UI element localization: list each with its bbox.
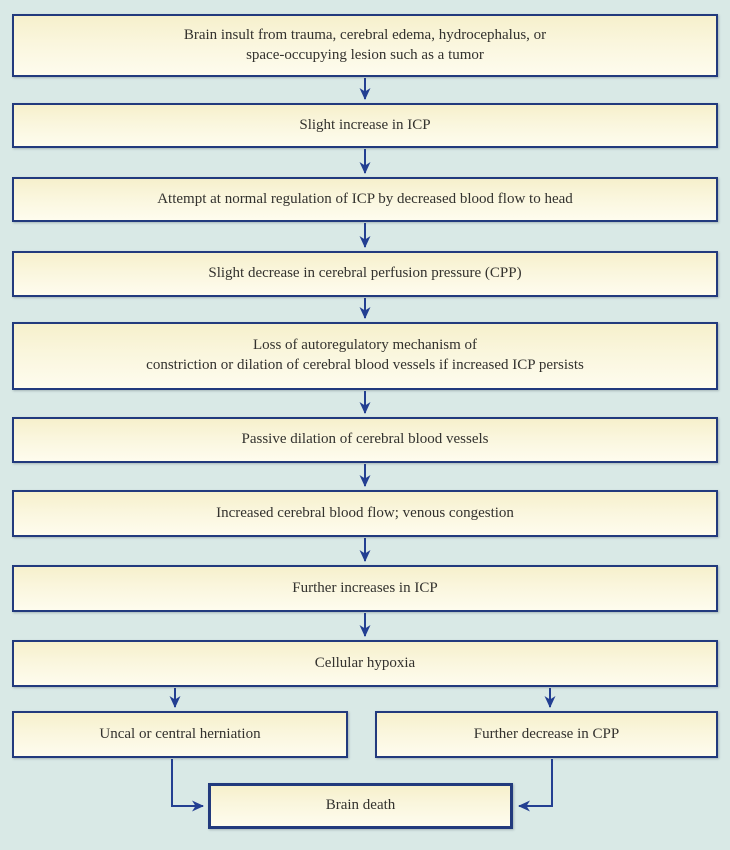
flow-node-cellular-hypoxia: Cellular hypoxia <box>12 640 718 687</box>
flow-node-label: Attempt at normal regulation of ICP by d… <box>157 190 573 207</box>
flow-node-label: Loss of autoregulatory mechanism of <box>252 337 478 354</box>
flow-node-attempt-normal-regulation: Attempt at normal regulation of ICP by d… <box>12 177 718 222</box>
flow-node-label: Passive dilation of cerebral blood vesse… <box>241 431 489 448</box>
flow-node-passive-dilation: Passive dilation of cerebral blood vesse… <box>12 417 718 463</box>
flow-node-label: Slight increase in ICP <box>299 116 431 133</box>
flow-node-label: constriction or dilation of cerebral blo… <box>146 357 584 373</box>
flow-node-label: Brain insult from trauma, cerebral edema… <box>183 26 547 43</box>
flow-node-label: Further increases in ICP <box>292 579 438 596</box>
flow-node-slight-increase-icp: Slight increase in ICP <box>12 103 718 148</box>
flow-node-label: space-occupying lesion such as a tumor <box>246 46 484 63</box>
arrow-herniation-to-braindeath <box>171 759 204 812</box>
flow-node-label: Increased cerebral blood flow; venous co… <box>216 504 514 521</box>
flow-node-label: Slight decrease in cerebral perfusion pr… <box>208 265 522 282</box>
flow-node-increased-cerebral-blood-flow: Increased cerebral blood flow; venous co… <box>12 490 718 537</box>
flow-node-label: Cellular hypoxia <box>314 654 416 671</box>
arrow-cppdecrease-to-braindeath <box>518 759 553 812</box>
flow-node-uncal-or-central-herniation: Uncal or central herniation <box>12 711 348 758</box>
flow-node-further-decrease-cpp: Further decrease in CPP <box>375 711 718 758</box>
flow-node-further-increases-icp: Further increases in ICP <box>12 565 718 612</box>
flow-node-label: Further decrease in CPP <box>473 725 620 742</box>
flow-node-label: Brain death <box>325 797 396 814</box>
flow-node-slight-decrease-cpp: Slight decrease in cerebral perfusion pr… <box>12 251 718 297</box>
flow-node-label: Uncal or central herniation <box>99 725 261 742</box>
flow-node-loss-of-autoregulation: Loss of autoregulatory mechanism of cons… <box>12 322 718 390</box>
flow-node-brain-insult: Brain insult from trauma, cerebral edema… <box>12 14 718 77</box>
flow-node-brain-death: Brain death <box>208 783 513 829</box>
